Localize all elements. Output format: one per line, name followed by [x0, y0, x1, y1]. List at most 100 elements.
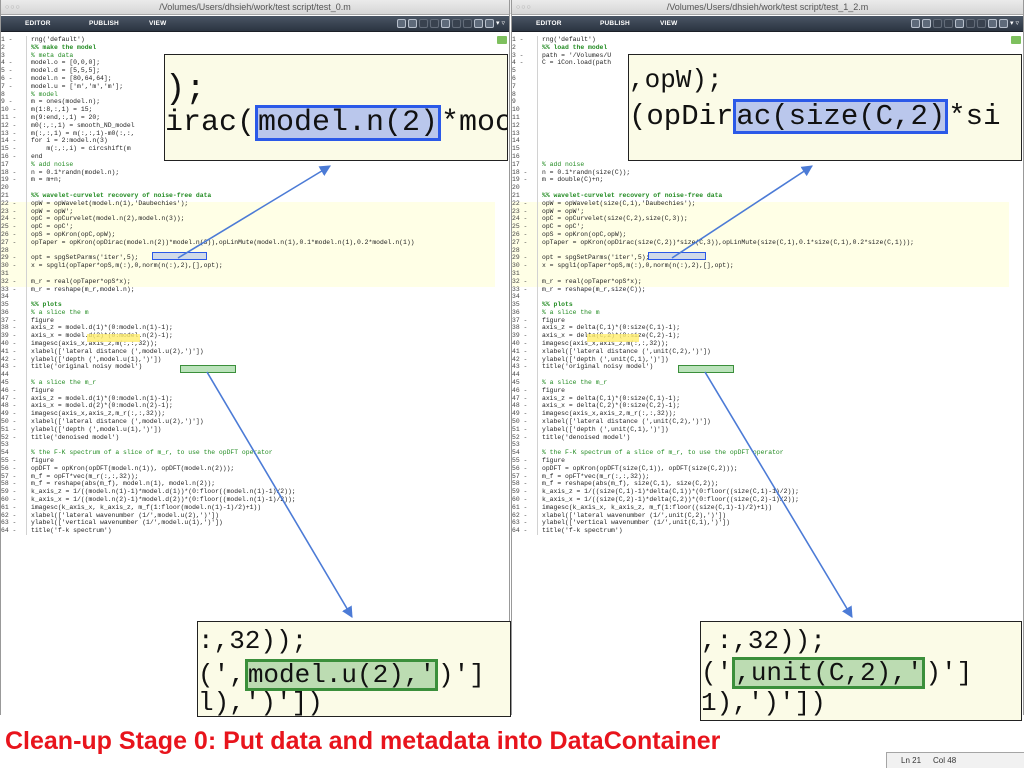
line-number[interactable]: 25 - [1, 223, 17, 231]
code-line[interactable]: imagesc(k_axis_x, k_axis_z, m_f(1:floor(… [542, 503, 773, 511]
code-line[interactable]: k_axis_x = 1/((size(C,2)-1)*delta(C,2))*… [542, 496, 799, 504]
copy-icon[interactable] [429, 19, 439, 28]
code-line[interactable]: opW = opW'; [31, 207, 74, 215]
code-line[interactable]: n = 0.1*randn(size(C)); [542, 168, 631, 176]
line-number[interactable]: 8 [1, 90, 5, 98]
code-line[interactable]: %% plots [542, 301, 573, 309]
code-line[interactable]: imagesc(axis_x,axis_z,m_r(:,:,32)); [542, 410, 677, 418]
code-line[interactable]: opTaper = opKron(opDirac(model.n(2))*mod… [31, 238, 415, 246]
line-number[interactable]: 45 [512, 379, 520, 387]
line-number[interactable]: 26 - [1, 230, 17, 238]
line-number[interactable]: 11 - [1, 113, 17, 121]
line-number[interactable]: 21 [1, 191, 9, 199]
code-line[interactable]: opC = opC'; [542, 223, 585, 231]
line-number[interactable]: 54 [512, 449, 520, 457]
code-line[interactable]: n = 0.1*randn(model.n); [31, 168, 120, 176]
code-line[interactable]: m_f = opFT*vec(m_r(:,:,32)); [542, 472, 650, 480]
line-number[interactable]: 62 - [1, 511, 17, 519]
code-line[interactable]: axis_z = delta(C,1)*(0:size(C,1)-1); [542, 324, 681, 332]
code-line[interactable]: xlabel(['lateral distance (',unit(C,2),'… [542, 418, 711, 426]
line-number[interactable]: 24 - [512, 215, 528, 223]
line-number[interactable]: 37 - [1, 316, 17, 324]
code-line[interactable]: % a slice the m [31, 308, 89, 316]
code-line[interactable] [31, 270, 495, 278]
line-number[interactable]: 19 - [512, 176, 528, 184]
line-number[interactable]: 16 - [1, 152, 17, 160]
code-line[interactable] [542, 247, 1009, 255]
code-line[interactable]: m = m+n; [31, 176, 62, 184]
line-number[interactable]: 33 - [1, 285, 17, 293]
code-line[interactable]: k_axis_z = 1/((model.n(1)-1)*model.d(1))… [31, 488, 296, 496]
code-line[interactable]: m_r = reshape(m_r,model.n); [31, 285, 135, 293]
line-number[interactable]: 52 - [512, 433, 528, 441]
code-line[interactable]: x = spgl1(opTaper*opS,m(:),0,norm(n(:),2… [31, 262, 223, 270]
line-number[interactable]: 49 - [512, 410, 528, 418]
code-line[interactable]: k_axis_z = 1/((size(C,1)-1)*delta(C,1))*… [542, 488, 799, 496]
code-line[interactable]: m(:,:,i) = circshift(m [31, 145, 131, 153]
code-line[interactable]: opDFT = opKron(opDFT(model.n(1)), opDFT(… [31, 464, 235, 472]
code-line[interactable]: opC = opC'; [31, 223, 74, 231]
code-line[interactable]: opt = spgSetParms('iter',5); [31, 254, 139, 262]
code-line[interactable] [542, 371, 1009, 379]
undo-icon[interactable] [965, 19, 975, 28]
line-number[interactable]: 20 [1, 184, 9, 192]
code-line[interactable]: xlabel(['lateral distance (',unit(C,2),'… [542, 347, 711, 355]
line-number[interactable]: 61 - [1, 503, 17, 511]
code-line[interactable] [31, 293, 495, 301]
line-number[interactable]: 14 [512, 137, 520, 145]
code-line[interactable]: m(:,:,1) = m(:,:,1)-m0(:,:, [31, 129, 135, 137]
code-line[interactable]: rng('default') [31, 36, 85, 43]
line-number[interactable]: 45 [1, 379, 9, 387]
code-line[interactable]: figure [542, 316, 566, 324]
code-line[interactable]: figure [542, 386, 566, 394]
code-line[interactable]: path = '/Volumes/U [542, 51, 612, 59]
line-number[interactable]: 22 - [1, 199, 17, 207]
line-number[interactable]: 2 [512, 43, 516, 51]
line-number[interactable]: 35 [512, 301, 520, 309]
paste-icon[interactable] [440, 19, 450, 28]
redo-icon[interactable] [976, 19, 986, 28]
code-line[interactable]: % the F-K spectrum of a slice of m_r, to… [31, 449, 273, 457]
code-line[interactable] [31, 247, 495, 255]
code-line[interactable]: opC = opCurvelet(size(C,2),size(C,3)); [542, 215, 688, 223]
line-number[interactable]: 10 - [1, 106, 17, 114]
code-line[interactable] [542, 270, 1009, 278]
code-line[interactable]: xlabel(['lateral distance (',model.u(2),… [31, 347, 204, 355]
line-number[interactable]: 17 [1, 160, 9, 168]
line-number[interactable]: 32 - [1, 277, 17, 285]
code-line[interactable]: % add noise [542, 160, 585, 168]
code-line[interactable]: opTaper = opKron(opDirac(size(C,2))*size… [542, 238, 914, 246]
line-number[interactable]: 59 - [512, 488, 528, 496]
code-line[interactable]: m_r = real(opTaper*opS*x); [31, 277, 131, 285]
code-line[interactable]: %% wavelet-curvelet recovery of noise-fr… [542, 191, 723, 199]
tab-publish[interactable]: PUBLISH [600, 20, 630, 27]
line-number[interactable]: 32 - [512, 277, 528, 285]
line-number[interactable]: 43 - [512, 363, 528, 371]
line-number[interactable]: 40 - [1, 340, 17, 348]
line-number[interactable]: 7 - [1, 82, 13, 90]
code-line[interactable]: opW = opWavelet(size(C,1),'Daubechies'); [542, 199, 696, 207]
line-number[interactable]: 27 - [1, 238, 17, 246]
line-number[interactable]: 34 [1, 293, 9, 301]
line-number[interactable]: 44 [512, 371, 520, 379]
line-number[interactable]: 54 [1, 449, 9, 457]
code-line[interactable]: %% plots [31, 301, 62, 309]
line-number[interactable]: 28 [1, 246, 9, 254]
code-line[interactable]: %% load the model [542, 43, 608, 51]
line-number[interactable]: 46 - [512, 386, 528, 394]
code-line[interactable]: model.o = [0,0,0]; [31, 59, 101, 67]
code-line[interactable]: figure [542, 457, 566, 465]
line-number[interactable]: 53 [1, 441, 9, 449]
line-number[interactable]: 51 - [512, 425, 528, 433]
line-number[interactable]: 47 - [512, 394, 528, 402]
code-line[interactable]: axis_z = model.d(1)*(0:model.n(1)-1); [31, 324, 173, 332]
line-number[interactable]: 53 [512, 441, 520, 449]
line-number[interactable]: 11 [512, 113, 520, 121]
code-line[interactable] [31, 441, 495, 449]
code-line[interactable]: opt = spgSetParms('iter',5); [542, 254, 650, 262]
line-number[interactable]: 58 - [1, 480, 17, 488]
tab-view[interactable]: VIEW [660, 20, 678, 27]
line-number[interactable]: 41 - [1, 347, 17, 355]
traffic-lights-icon[interactable]: ○○○ [516, 4, 532, 11]
line-number[interactable]: 39 - [512, 332, 528, 340]
